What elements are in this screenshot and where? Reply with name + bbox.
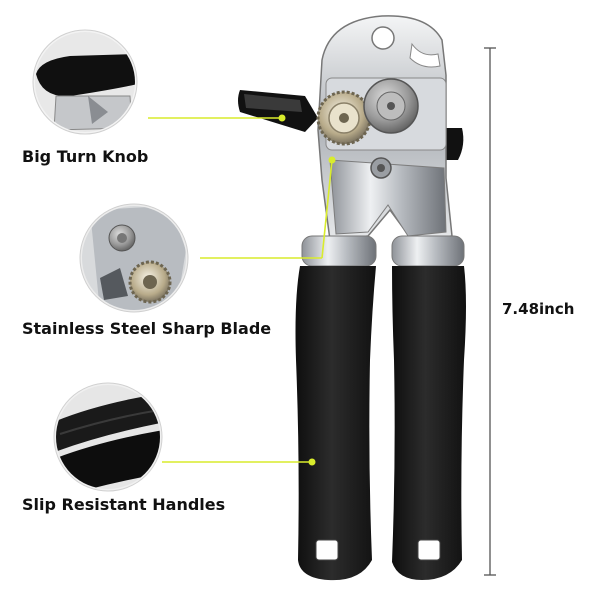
left-collar: [301, 235, 377, 267]
cutting-gear: [316, 90, 372, 146]
feature-label-handles: Slip Resistant Handles: [22, 495, 226, 514]
right-hang-hole: [417, 539, 441, 561]
rubber-handle-icon: [53, 382, 163, 492]
feature-label-blade: Stainless Steel Sharp Blade: [22, 319, 272, 338]
right-collar: [391, 235, 465, 267]
feature-label-turn-knob: Big Turn Knob: [22, 147, 149, 166]
left-hang-hole: [315, 539, 339, 561]
length-measurement: 7.48inch: [502, 300, 575, 318]
hanging-hole: [371, 26, 395, 50]
right-handle: [392, 266, 466, 580]
blade-gear-icon: [79, 203, 189, 313]
turn-knob-icon: [32, 29, 138, 135]
left-handle: [295, 266, 376, 581]
measurement-bar: [484, 47, 496, 576]
callout-lines: [148, 114, 336, 466]
blade-wheel: [363, 78, 419, 134]
